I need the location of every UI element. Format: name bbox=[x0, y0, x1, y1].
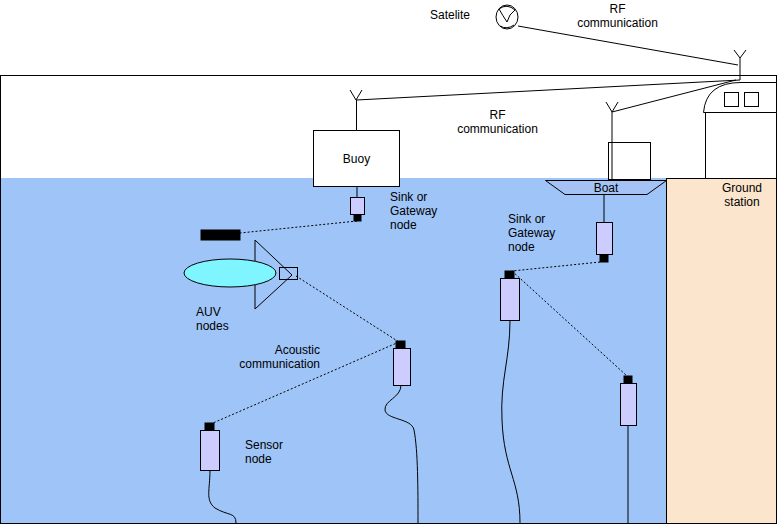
land-block bbox=[667, 179, 777, 524]
sensor-device bbox=[505, 271, 514, 278]
acoustic-link bbox=[512, 271, 627, 376]
auv-vehicle bbox=[255, 240, 292, 309]
rf-link bbox=[357, 80, 741, 130]
sensor-device bbox=[501, 279, 520, 321]
node-label: Buoy bbox=[343, 152, 370, 166]
station-outline bbox=[666, 80, 777, 525]
link-label: RF communication bbox=[575, 2, 660, 30]
acoustic-link bbox=[240, 221, 357, 233]
acoustic-link bbox=[213, 342, 399, 423]
mooring-cable bbox=[604, 195, 605, 222]
antenna-symbol bbox=[740, 50, 746, 58]
antenna-symbol bbox=[612, 102, 618, 112]
satellite-icon bbox=[499, 6, 515, 22]
link-label: RF communication bbox=[455, 108, 540, 136]
gateway-label: Sink or Gateway node bbox=[390, 190, 448, 232]
sensor-device bbox=[597, 223, 613, 255]
ground-station: Ground station bbox=[666, 80, 777, 525]
station-window bbox=[725, 93, 739, 107]
sky-frame bbox=[1, 76, 777, 524]
antenna-symbol bbox=[356, 90, 362, 100]
antenna-symbol bbox=[350, 50, 746, 112]
sensor-device bbox=[621, 384, 637, 426]
sensor-device bbox=[396, 341, 405, 348]
auv-vehicle bbox=[184, 230, 298, 309]
satellite-icon bbox=[500, 25, 514, 28]
sensor-device bbox=[600, 255, 608, 262]
seabed-line bbox=[0, 523, 777, 524]
station-window bbox=[745, 93, 759, 107]
sensor-device bbox=[394, 349, 411, 386]
auv-vehicle bbox=[280, 268, 298, 280]
sensor-device bbox=[201, 198, 637, 471]
mooring-cable bbox=[209, 470, 236, 523]
satellite-icon bbox=[496, 5, 518, 29]
acoustic-link bbox=[296, 276, 399, 342]
boat-hull: Boat bbox=[545, 180, 667, 195]
acoustic-link bbox=[213, 221, 627, 423]
sensor-device bbox=[201, 431, 220, 471]
satellite-label: Satelite bbox=[430, 8, 490, 22]
auv-vehicle bbox=[184, 259, 276, 287]
auv-vehicle bbox=[201, 230, 240, 240]
mooring-cable bbox=[209, 187, 628, 523]
mooring-cable bbox=[385, 385, 418, 523]
node-label: Boat bbox=[594, 181, 619, 195]
station-dome bbox=[704, 83, 777, 113]
hull-shape bbox=[546, 181, 667, 195]
mooring-cable bbox=[628, 425, 629, 523]
mooring-cable bbox=[357, 187, 358, 198]
satellite-icon bbox=[496, 5, 518, 29]
node-label: Ground station bbox=[710, 181, 774, 209]
auv-label: AUV nodes bbox=[196, 305, 236, 333]
antenna-symbol bbox=[606, 102, 612, 112]
antenna-symbol bbox=[740, 58, 741, 80]
rf-link-line bbox=[518, 26, 738, 65]
sensor-device bbox=[205, 423, 214, 430]
sensor-device bbox=[351, 198, 365, 215]
acoustic-label: Acoustic communication bbox=[232, 343, 320, 371]
antenna-symbol bbox=[734, 50, 740, 58]
sensor-device bbox=[354, 215, 361, 221]
mooring-cable bbox=[502, 320, 520, 523]
sensor-label: Sensor node bbox=[245, 438, 290, 466]
buoy-box: Buoy bbox=[313, 130, 400, 187]
sensor-device bbox=[624, 376, 632, 383]
water bbox=[1, 178, 666, 523]
gateway-label: Sink or Gateway node bbox=[508, 212, 568, 254]
acoustic-link bbox=[512, 262, 600, 271]
boat-cabin bbox=[609, 143, 651, 180]
antenna-symbol bbox=[350, 90, 356, 100]
station-building bbox=[706, 111, 777, 179]
